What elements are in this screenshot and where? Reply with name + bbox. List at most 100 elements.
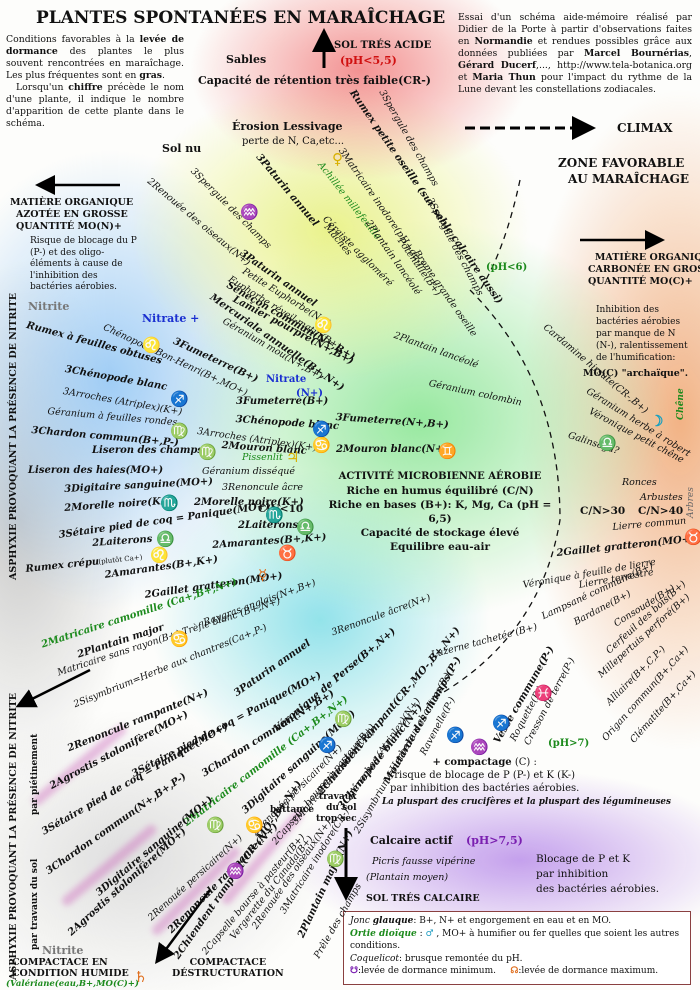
aquarius-icon: ♒ [470, 738, 489, 756]
picris-label: Picris fausse vipérine [372, 856, 476, 867]
mars-icon: ♂ [425, 928, 434, 939]
sagittarius-icon: ♐ [446, 726, 465, 744]
arbres-label: Arbres [686, 487, 696, 518]
t: du sol [326, 803, 357, 813]
nitrate-n-label: (N+) [296, 388, 323, 399]
t: CONDITION HUMIDE [12, 968, 129, 979]
tres-calcaire-label: SOL TRÉS CALCAIRE [366, 893, 480, 904]
travaux-sol-label: par travaux du sol [30, 858, 40, 950]
t: Blocage de P et K [536, 853, 631, 865]
plantain-moyen-label: (Plantain moyen) [366, 872, 449, 883]
plant-label: Liseron des champs [92, 445, 204, 456]
virgo-icon: ♍ [198, 443, 217, 461]
plant-label: Liseron des haies(MO+) [28, 465, 164, 476]
taurus-icon: ♉ [684, 528, 700, 546]
t: Essai d'un schéma aide-mémoire réalisé p… [458, 12, 692, 47]
scorpio-icon: ♏ [265, 506, 284, 524]
t: DÉSTRUCTURATION [172, 968, 284, 979]
plant-label: 3Fumeterre(B+) [236, 396, 329, 407]
arrow-asphyxie [15, 668, 91, 708]
nitrate-label: Nitrate [266, 374, 307, 385]
plant-label: 2Mouron blanc(N+) [336, 444, 449, 455]
sagittarius-icon: ♐ [492, 714, 511, 732]
nitrate-plus-label: Nitrate + [142, 312, 200, 325]
nitrite-label: Nitrite [28, 300, 70, 313]
jupiter-icon: ♃ [286, 448, 300, 466]
t: : B+, N+ et engorgement en eau et en MO. [413, 916, 612, 926]
t: glauque [372, 916, 414, 926]
pisces-icon: ♓ [534, 684, 553, 702]
sables-label: Sables [226, 53, 267, 66]
erosion-label: Érosion Lessivage [232, 120, 343, 133]
t: (C) : [511, 757, 537, 768]
pietinement-label: par piétinement [30, 733, 40, 815]
t: pour l'impact du rythme de la Lune devan… [458, 72, 692, 95]
t: Ortie dioïque [350, 928, 417, 939]
t: + compactage [432, 757, 512, 768]
t: par inhibition [536, 868, 609, 880]
arrow-compactage [155, 889, 212, 965]
t: gras [139, 70, 162, 81]
plant-label: 3Renoncule âcre [222, 482, 304, 493]
moon-icon: ☽ [650, 412, 664, 430]
descending-node-icon: ☋ [350, 966, 358, 976]
venus-icon: ♀ [332, 150, 343, 168]
nitrite-label-2: Nitrite [42, 944, 84, 957]
leo-icon: ♌ [150, 546, 169, 564]
scorpio-icon: ♏ [160, 494, 179, 512]
virgo-icon: ♍ [326, 850, 345, 868]
cn10-label: C/N<10 [258, 503, 304, 515]
t: : brusque remontée du pH. [399, 953, 523, 964]
libra-icon: ♎ [296, 518, 315, 536]
arbustes-label: Arbustes [640, 492, 683, 503]
libra-icon: ♎ [156, 530, 175, 548]
legend-box: Jonc glauque: B+, N+ et engorgement en e… [343, 911, 691, 985]
cancer-icon: ♋ [312, 436, 331, 454]
cn40-label: C/N>40 [638, 505, 684, 517]
favorable-zone-label: ZONE FAVORABLE [558, 156, 685, 170]
credits-text: Essai d'un schéma aide-mémoire réalisé p… [458, 12, 692, 96]
virgo-icon: ♍ [334, 710, 353, 728]
t: Gérard Ducerf [458, 60, 537, 71]
t: , MO+ à humifier ou fer quelles que soie… [350, 928, 680, 952]
t: Equilibre eau-air [390, 541, 490, 553]
virgo-icon: ♍ [170, 422, 189, 440]
t: chiffre [68, 82, 103, 93]
sagittarius-icon: ♐ [170, 390, 189, 408]
t: des plantes le plus souvent rencontrées … [6, 46, 184, 81]
aquarius-icon: ♒ [226, 862, 245, 880]
mercury-icon: ☿ [258, 566, 268, 584]
t: Jonc [350, 916, 373, 926]
t: ,..., http://www.tela-botanica.org et [458, 60, 692, 83]
saturn-icon: ♄ [134, 968, 148, 986]
leo-icon: ♌ [142, 336, 161, 354]
gemini-icon: ♊ [438, 442, 457, 460]
t: MATIÈRE ORGANIQUE [10, 197, 134, 208]
mo-c-text: Inhibition des bactéries aérobies par ma… [596, 305, 688, 363]
t: Riche en bases (B+): K, Mg, Ca (pH = 6,5… [328, 499, 552, 525]
acid-ph: (pH<5,5) [340, 54, 397, 67]
retention-label: Capacité de rétention très faible(CR-) [198, 74, 431, 87]
t: Conditions favorables à la [6, 34, 140, 45]
t: AZOTÉE EN GROSSE [16, 209, 128, 220]
page-title: PLANTES SPONTANÉES EN MARAÎCHAGE [36, 8, 446, 28]
t: risque de blocage de P (P-) et K (K-) [394, 770, 576, 781]
mo-n-risk: Risque de blocage du P (P-) et des oligo… [30, 236, 137, 292]
compactage-block: + compactage (C) : risque de blocage de … [390, 756, 579, 795]
t: et rendues possibles grâce aux données p… [458, 36, 693, 59]
chene-label: Chêne [676, 388, 686, 420]
t: Marcel Bournérias [583, 48, 690, 59]
mo-c-archaique: MO(C) "archaïque". [583, 368, 689, 379]
battance-label: battance [270, 805, 315, 815]
plant-label: Géranium disséqué [202, 466, 296, 477]
ph6-label: (pH<6) [486, 262, 528, 273]
calcaire-label: Calcaire actif [370, 834, 453, 847]
leo-icon: ♌ [314, 316, 333, 334]
favorable-zone-boundary [429, 179, 561, 701]
asphyxie-nitrite-label: ASPHYXIE PROVOQUANT LA PRÉSENCE DE NITRI… [8, 293, 19, 580]
plant-label: 2Morelle noire(K+) [194, 497, 304, 508]
